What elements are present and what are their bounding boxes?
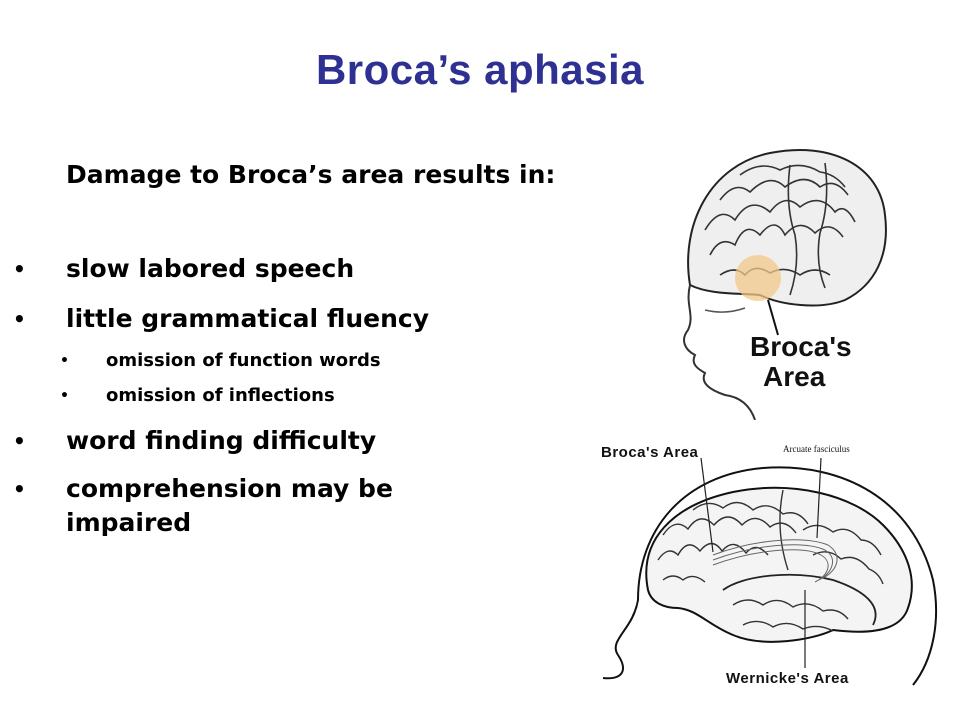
broca-label-line1: Broca's bbox=[750, 331, 852, 362]
intro-text: Damage to Broca’s area results in: bbox=[66, 160, 556, 189]
brain-lateral-diagram: Broca's Area Arcuate fasciculus Wernicke… bbox=[583, 430, 960, 720]
bullet-icon: • bbox=[60, 388, 69, 404]
bullet-text: omission of inflections bbox=[106, 385, 335, 406]
slide-title: Broca’s aphasia bbox=[315, 46, 645, 93]
brain-lateral-icon bbox=[602, 457, 938, 686]
bullet-text: word finding difficulty bbox=[66, 426, 377, 455]
bullet-icon: • bbox=[13, 477, 26, 501]
bullet-text: little grammatical fluency bbox=[66, 304, 430, 333]
bullet-icon: • bbox=[13, 307, 26, 331]
bullet-text: omission of function words bbox=[106, 350, 381, 371]
bullet-icon: • bbox=[13, 257, 26, 281]
broca-highlight bbox=[735, 255, 781, 301]
wernicke-area-label: Wernicke's Area bbox=[726, 670, 849, 687]
head-profile-icon bbox=[683, 148, 887, 421]
broca-area-label: Broca's Area bbox=[601, 444, 699, 461]
bullet-icon: • bbox=[60, 353, 69, 369]
head-brain-illustration: Broca's Area bbox=[650, 135, 950, 421]
broca-label-line2: Area bbox=[763, 361, 826, 392]
bullet-icon: • bbox=[13, 429, 26, 453]
bullet-text: comprehension may be impaired bbox=[66, 474, 393, 537]
bullet-text: slow labored speech bbox=[66, 254, 355, 283]
arcuate-fasciculus-label: Arcuate fasciculus bbox=[783, 444, 850, 454]
